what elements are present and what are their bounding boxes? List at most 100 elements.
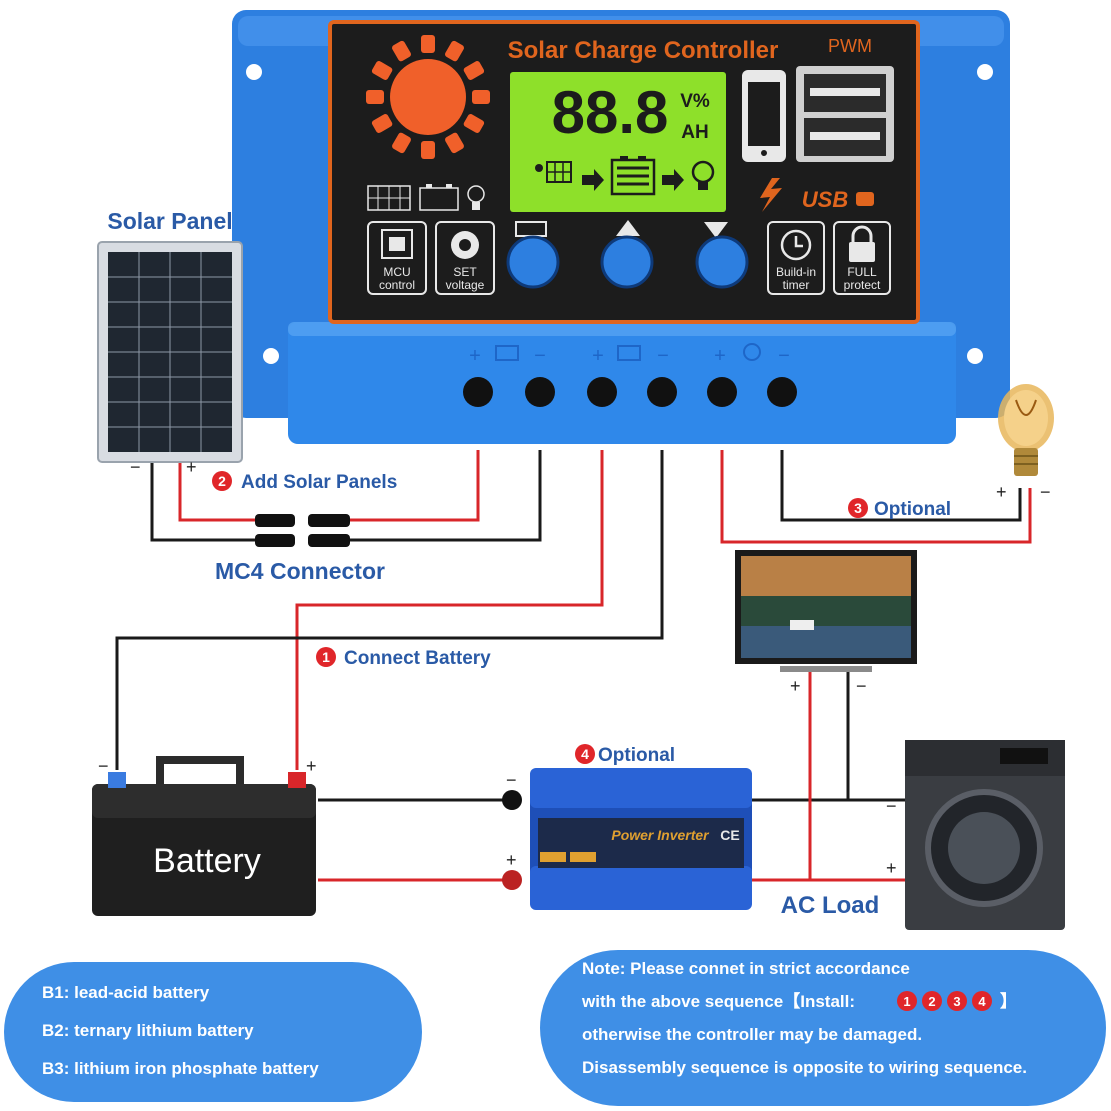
bulb-plus-label: + — [996, 482, 1007, 502]
battery-minus-label: − — [98, 756, 109, 776]
installation-note-panel: Note: Please connet in strict accordance… — [540, 950, 1106, 1106]
mc4-connectors: MC4 Connector — [215, 514, 385, 584]
phone-icon — [742, 70, 786, 162]
note-line-1: Note: Please connet in strict accordance — [582, 959, 910, 978]
note-line-2-suffix: 】 — [1000, 991, 1017, 1011]
screw-terminal — [525, 377, 555, 407]
down-button[interactable] — [697, 237, 747, 287]
sun-ray — [472, 90, 490, 104]
step-1-label: 1 Connect Battery — [316, 647, 491, 669]
load-plus-label: + — [714, 345, 726, 367]
battery-handle — [160, 760, 240, 784]
mounting-hole — [246, 64, 262, 80]
inverter-label: Power Inverter — [611, 827, 710, 843]
terminal-block — [288, 322, 956, 444]
load-minus-label: − — [778, 345, 790, 367]
inverter-plus-label: + — [506, 850, 517, 870]
ac-load-label: AC Load — [781, 892, 880, 919]
svg-text:Add Solar Panels: Add Solar Panels — [241, 472, 397, 493]
svg-text:3: 3 — [854, 500, 862, 516]
svg-text:Connect Battery: Connect Battery — [344, 648, 491, 669]
mounting-hole — [967, 348, 983, 364]
feature-label: Build-in — [776, 265, 816, 279]
pv-minus-label: − — [534, 345, 546, 367]
power-inverter: Power Inverter CE − + — [502, 768, 752, 910]
battery-label: Battery — [153, 842, 261, 880]
battery-plus-label: + — [306, 756, 317, 776]
note-line-4: Disassembly sequence is opposite to wiri… — [582, 1058, 1027, 1077]
bulb-minus-label: − — [1040, 482, 1051, 502]
usb-plug-icon — [856, 192, 874, 206]
note-line-2-prefix: with the above sequence【Install: — [581, 991, 855, 1011]
washer-plus-label: + — [886, 858, 897, 878]
feature-label: SET — [453, 265, 477, 279]
battery-types-panel: B1: lead-acid battery B2: ternary lithiu… — [4, 962, 422, 1102]
washing-machine: − + — [886, 740, 1065, 930]
svg-text:4: 4 — [581, 746, 589, 762]
lcd-digits: 88.8 — [552, 79, 669, 146]
tv-minus-label: − — [856, 676, 867, 696]
controller-title: Solar Charge Controller — [508, 37, 779, 64]
controller-battery-positive-wire — [297, 450, 602, 770]
solar-panel-label: Solar Panel — [107, 208, 232, 234]
usb-ports — [796, 66, 894, 162]
pv-plus-label: + — [469, 345, 481, 367]
light-bulb: + − — [996, 384, 1054, 502]
usb-label: USB — [802, 187, 849, 212]
svg-text:Optional: Optional — [874, 499, 951, 520]
pwm-label: PWM — [828, 36, 872, 56]
lcd-unit-bottom: AH — [681, 122, 708, 143]
washer-minus-label: − — [886, 796, 897, 816]
sun-ray — [421, 141, 435, 159]
mc4-label: MC4 Connector — [215, 558, 385, 584]
inverter-positive-terminal — [502, 870, 522, 890]
feature-label: MCU — [383, 265, 410, 279]
controller-load-positive-wire — [722, 450, 1030, 542]
screw-terminal — [707, 377, 737, 407]
sun-ray — [366, 90, 384, 104]
battery-type-item: B1: lead-acid battery — [42, 983, 210, 1002]
solar-minus-label: − — [130, 457, 141, 477]
sun-ray — [421, 35, 435, 53]
feature-label: FULL — [847, 265, 877, 279]
step-2-label: 2 Add Solar Panels — [212, 471, 397, 493]
svg-text:2: 2 — [218, 473, 226, 489]
svg-text:1: 1 — [322, 649, 330, 665]
step-4-label: 4 Optional — [575, 744, 675, 766]
screw-terminal — [767, 377, 797, 407]
svg-text:4: 4 — [978, 994, 986, 1009]
battery-minus-label: − — [657, 345, 669, 367]
battery-type-item: B3: lithium iron phosphate battery — [42, 1059, 319, 1078]
battery-type-item: B2: ternary lithium battery — [42, 1021, 254, 1040]
svg-text:2: 2 — [928, 994, 935, 1009]
inverter-negative-terminal — [502, 790, 522, 810]
controller-battery-negative-wire — [117, 450, 662, 770]
step-3-label: 3 Optional — [848, 498, 951, 520]
svg-text:Optional: Optional — [598, 745, 675, 766]
screw-terminal — [587, 377, 617, 407]
inverter-ce-mark: CE — [720, 827, 739, 843]
mounting-hole — [977, 64, 993, 80]
svg-text:1: 1 — [903, 994, 910, 1009]
controller-pv-negative-wire — [350, 450, 540, 540]
note-line-3: otherwise the controller may be damaged. — [582, 1025, 922, 1044]
inverter-minus-label: − — [506, 770, 517, 790]
inverter-front-panel — [538, 818, 744, 868]
battery: − + Battery — [92, 756, 317, 916]
charge-controller: Solar Charge Controller PWM 88.8 V% AH — [232, 10, 1010, 444]
battery-plus-label: + — [592, 345, 604, 367]
feature-label: timer — [783, 278, 810, 292]
mounting-hole — [263, 348, 279, 364]
tv-plus-label: + — [790, 676, 801, 696]
lcd-unit-top: V% — [680, 91, 710, 112]
gear-icon — [451, 231, 479, 259]
svg-text:3: 3 — [953, 994, 960, 1009]
solar-plus-label: + — [186, 457, 197, 477]
feature-label: control — [379, 278, 415, 292]
solar-panel: Solar Panel − + — [98, 208, 242, 477]
screw-terminal — [463, 377, 493, 407]
feature-label: protect — [844, 278, 881, 292]
menu-button[interactable] — [508, 237, 558, 287]
up-button[interactable] — [602, 237, 652, 287]
television: + − — [735, 550, 917, 696]
